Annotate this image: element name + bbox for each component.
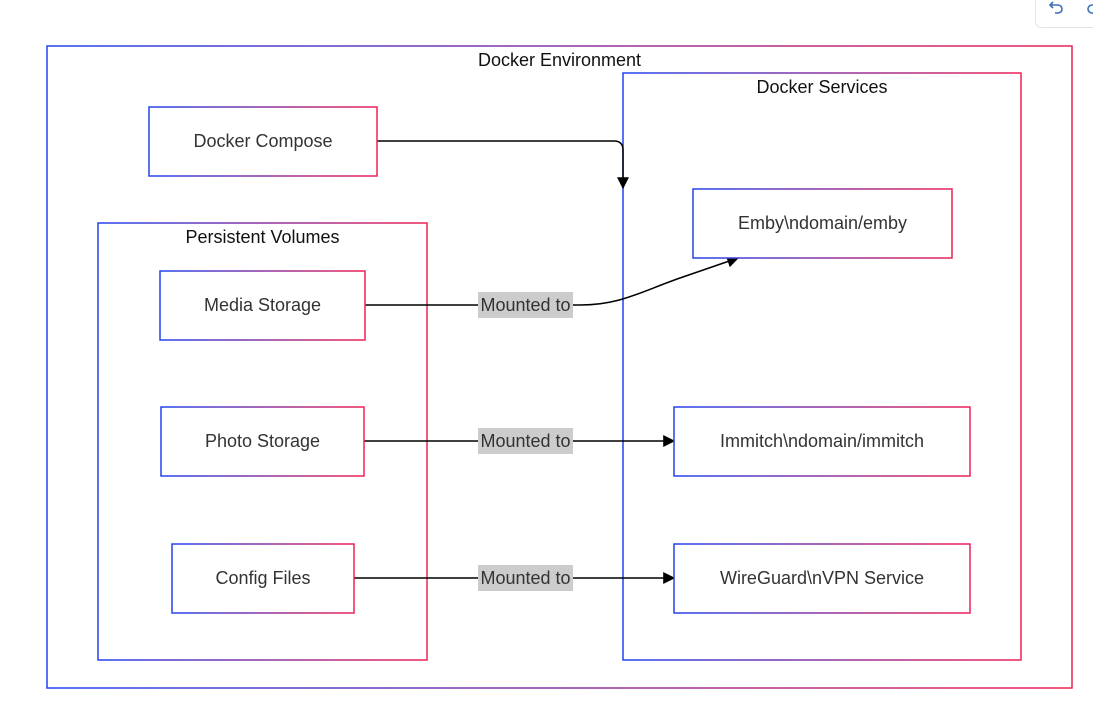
redo-icon[interactable]	[1086, 0, 1093, 15]
edge-label-media: Mounted to	[478, 292, 573, 318]
edge-compose-to-services	[377, 140, 629, 190]
edge-label-media-text: Mounted to	[480, 295, 570, 315]
undo-icon[interactable]	[1048, 0, 1064, 15]
node-wireguard-label: WireGuard\nVPN Service	[720, 568, 924, 588]
cluster-persistent-volumes-label: Persistent Volumes	[185, 227, 339, 247]
cluster-docker-environment-label: Docker Environment	[478, 50, 641, 70]
node-wireguard[interactable]: WireGuard\nVPN Service	[673, 543, 971, 614]
edge-label-photo-text: Mounted to	[480, 431, 570, 451]
cluster-docker-services-label: Docker Services	[756, 77, 887, 97]
edge-label-config-text: Mounted to	[480, 568, 570, 588]
node-media-storage-label: Media Storage	[204, 295, 321, 315]
node-photo-storage[interactable]: Photo Storage	[160, 406, 365, 477]
edge-label-config: Mounted to	[478, 565, 573, 591]
node-emby[interactable]: Emby\ndomain/emby	[692, 188, 953, 259]
node-config-files-label: Config Files	[215, 568, 310, 588]
node-docker-compose-label: Docker Compose	[193, 131, 332, 151]
diagram-toolbar	[1035, 0, 1093, 28]
node-photo-storage-label: Photo Storage	[205, 431, 320, 451]
node-immitch-label: Immitch\ndomain/immitch	[720, 431, 924, 451]
edge-label-photo: Mounted to	[478, 428, 573, 454]
node-emby-label: Emby\ndomain/emby	[738, 213, 907, 233]
node-config-files[interactable]: Config Files	[171, 543, 355, 614]
node-media-storage[interactable]: Media Storage	[159, 270, 366, 341]
node-docker-compose[interactable]: Docker Compose	[148, 106, 378, 177]
edge-media-to-emby	[365, 255, 740, 306]
node-immitch[interactable]: Immitch\ndomain/immitch	[673, 406, 971, 477]
